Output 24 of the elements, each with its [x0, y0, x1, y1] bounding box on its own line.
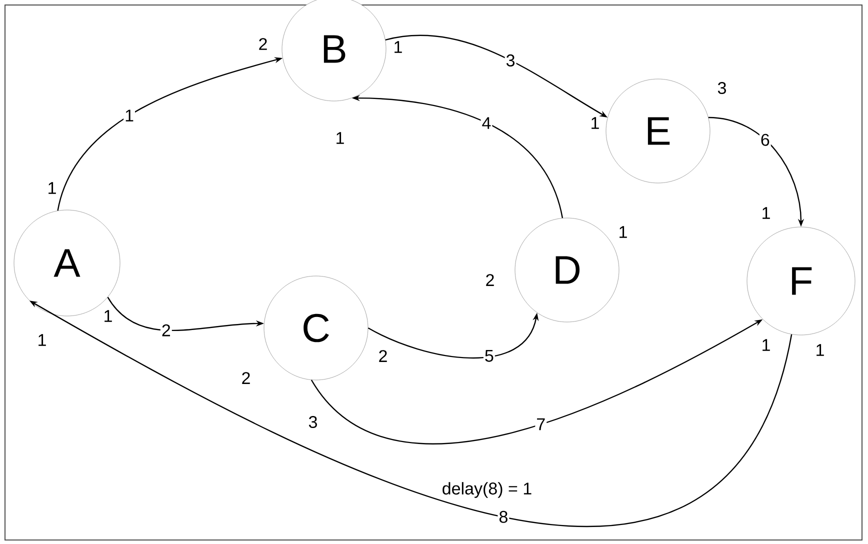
edge-label: 3 — [504, 53, 516, 68]
port-number: 1 — [620, 226, 627, 238]
port-number: 3 — [718, 82, 726, 94]
edge-label: 5 — [483, 349, 495, 363]
port-number: 1 — [816, 344, 824, 356]
port-number: 1 — [762, 207, 770, 219]
port-number: 3 — [308, 416, 317, 428]
port-number: 1 — [762, 339, 770, 351]
port-number: 1 — [38, 334, 46, 346]
port-number: 2 — [486, 274, 494, 286]
port-number: 1 — [336, 132, 344, 144]
port-number: 1 — [592, 117, 599, 129]
note: delay(8) = 1 — [440, 481, 534, 499]
edge-label: 7 — [535, 417, 547, 432]
edge-label: 8 — [498, 510, 510, 524]
port-number: 2 — [259, 38, 267, 50]
edge-label: 6 — [759, 132, 771, 147]
port-number: 1 — [48, 182, 56, 194]
edge-label: 4 — [480, 116, 492, 130]
port-number: 1 — [394, 41, 402, 53]
port-number: 2 — [242, 372, 250, 384]
edge-label: 1 — [124, 108, 135, 122]
port-number: 2 — [379, 350, 387, 362]
edge-label: 2 — [160, 323, 172, 338]
